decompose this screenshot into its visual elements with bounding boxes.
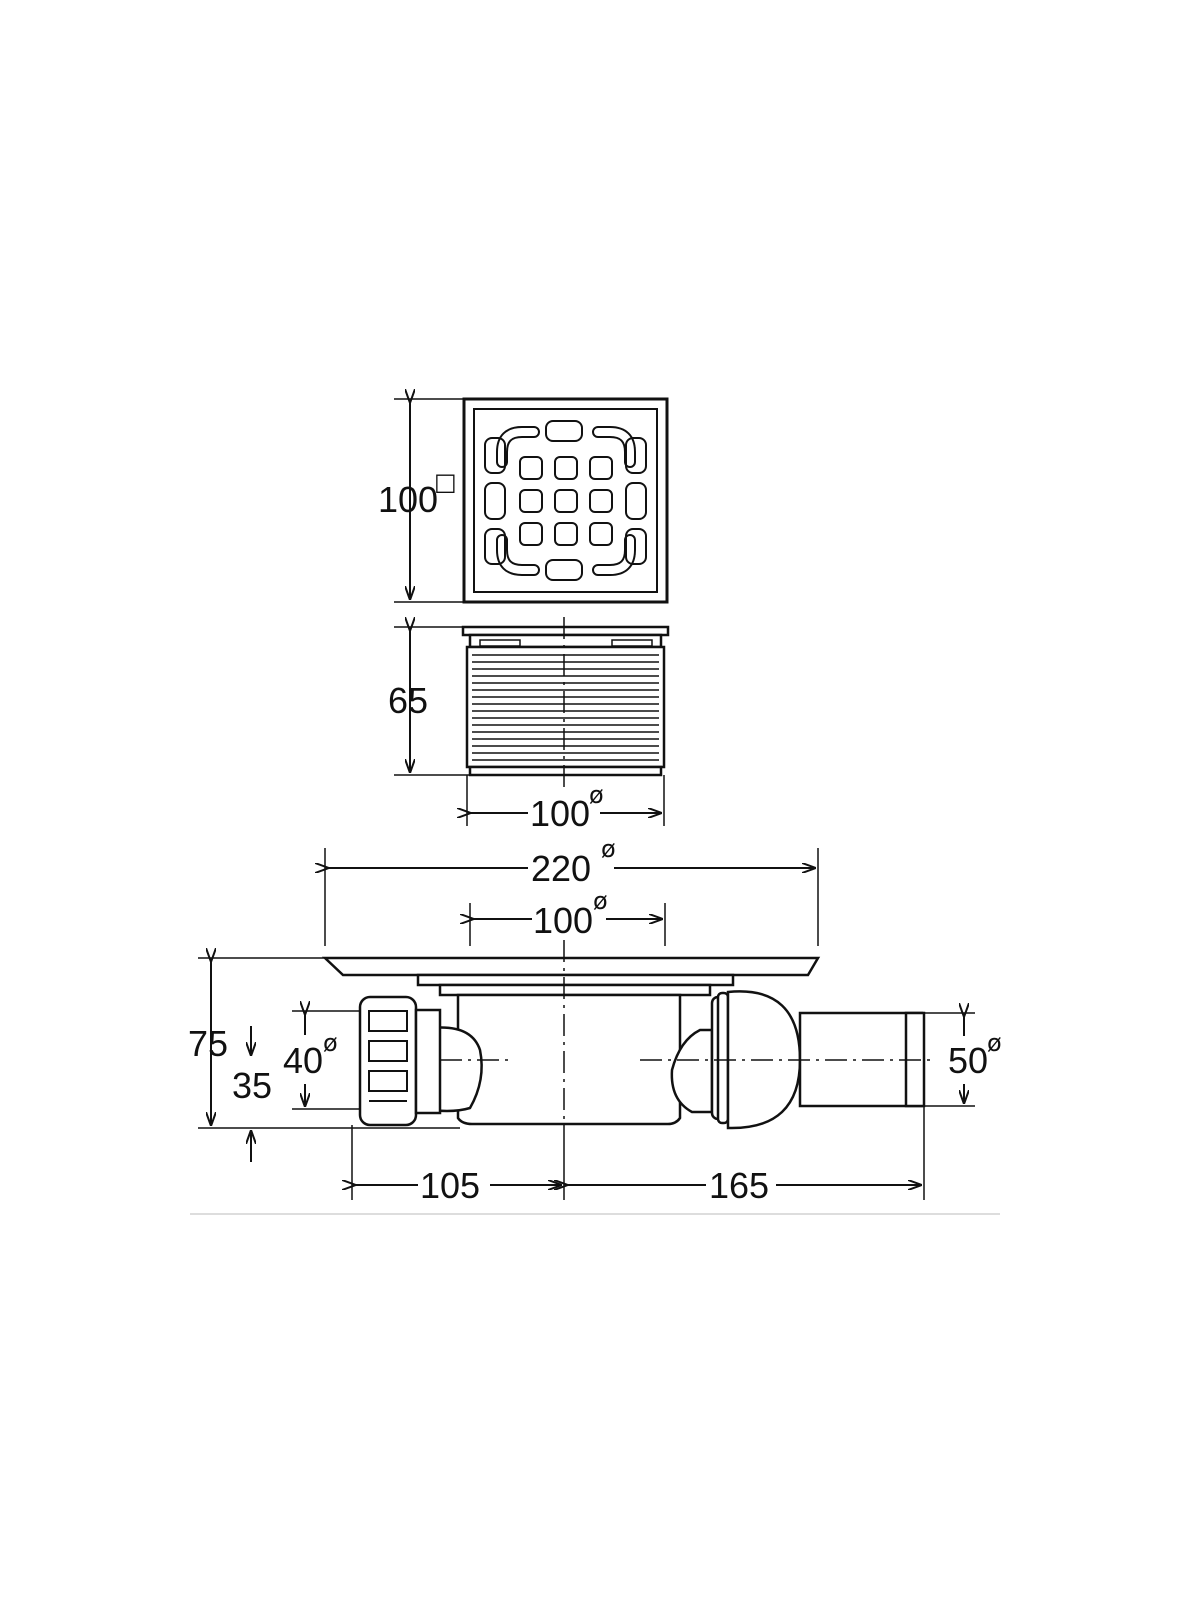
dimension-flange-diameter: 220 ø: [325, 835, 819, 946]
dimension-body-height: 65: [388, 627, 470, 776]
dimension-total-height: 75: [188, 958, 460, 1129]
diameter-symbol-flange-inner: ø: [593, 887, 608, 915]
dimension-flange-inner-diameter: 100 ø: [470, 887, 666, 946]
outlet-height-label: 35: [232, 1065, 272, 1106]
total-height-label: 75: [188, 1023, 228, 1064]
dimension-body-diameter: 100 ø: [467, 775, 665, 834]
flange-diameter-label: 220: [531, 848, 591, 889]
outlet-diameter-label: 50: [948, 1040, 988, 1081]
diameter-symbol-outlet: ø: [987, 1029, 1002, 1057]
diameter-symbol-inlet: ø: [323, 1029, 338, 1057]
body-height-label: 65: [388, 680, 428, 721]
left-length-label: 105: [420, 1165, 480, 1206]
square-symbol: □: [434, 468, 457, 496]
diameter-symbol-body: ø: [589, 781, 604, 809]
drain-front-view: [321, 956, 926, 1130]
dimension-inlet-diameter: 40 ø: [283, 1011, 360, 1110]
dimension-outlet-diameter: 50 ø: [924, 1013, 1002, 1107]
dimension-lengths: 105 165: [352, 1106, 925, 1206]
dimension-grate-size: 100 □: [378, 399, 464, 603]
drain-body-side-view: [461, 625, 670, 777]
grate-size-label: 100: [378, 479, 438, 520]
diameter-symbol-flange: ø: [601, 835, 616, 863]
grate-top-view: [462, 397, 669, 604]
dimension-outlet-height: 35: [232, 1026, 272, 1162]
body-ledge: [611, 639, 653, 647]
body-diameter-label: 100: [530, 793, 590, 834]
inlet-diameter-label: 40: [283, 1040, 323, 1081]
body-ledge: [479, 639, 521, 647]
right-length-label: 165: [709, 1165, 769, 1206]
flange-inner-diameter-label: 100: [533, 900, 593, 941]
